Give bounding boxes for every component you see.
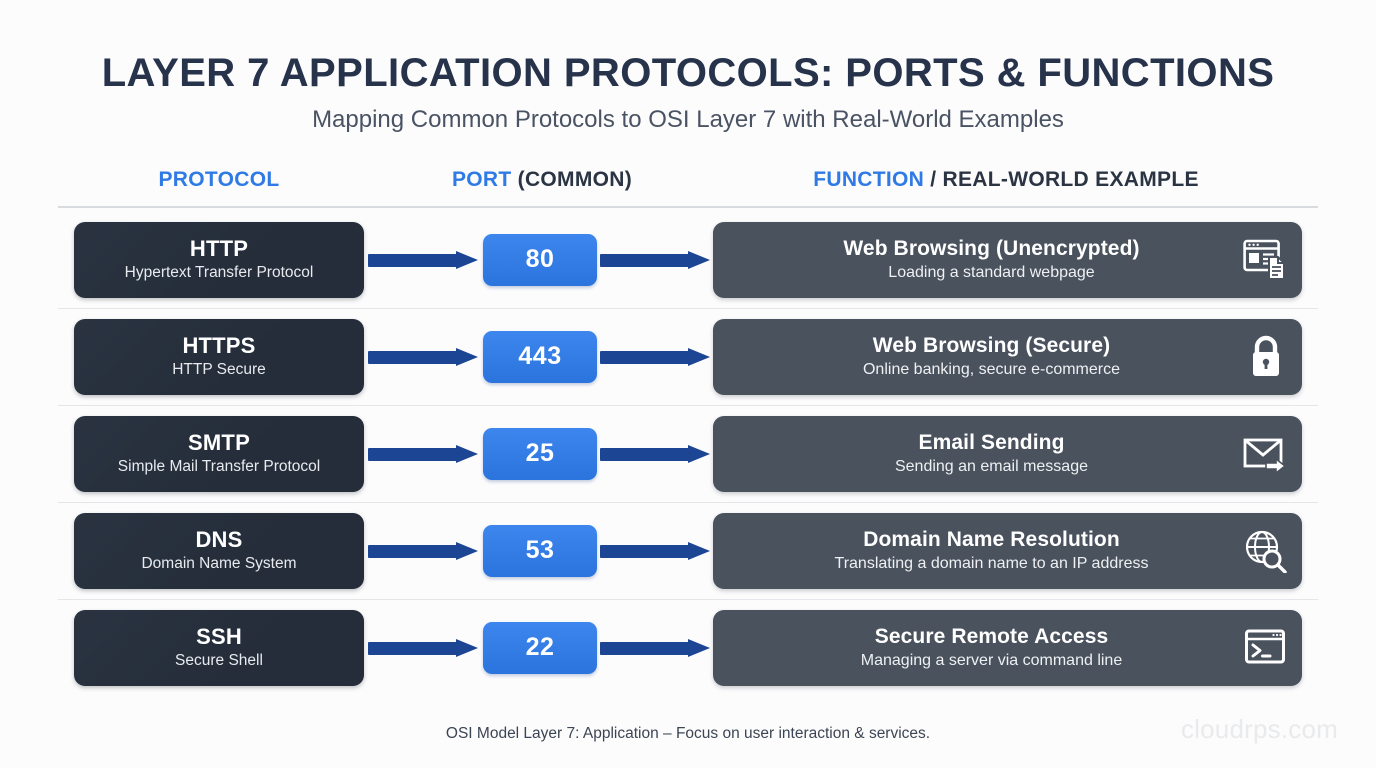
column-headers: PROTOCOL PORT (COMMON) FUNCTION / REAL-W… <box>0 168 1376 208</box>
arrow-right-icon <box>600 444 710 464</box>
envelope-send-icon <box>1230 433 1302 475</box>
function-card[interactable]: Web Browsing (Secure) Online banking, se… <box>713 318 1302 395</box>
function-title: Web Browsing (Secure) <box>872 334 1111 358</box>
protocol-name: SSH <box>196 623 242 649</box>
function-card[interactable]: Secure Remote Access Managing a server v… <box>713 609 1302 686</box>
header: LAYER 7 APPLICATION PROTOCOLS: PORTS & F… <box>0 0 1376 134</box>
column-header-protocol: PROTOCOL <box>158 168 279 192</box>
row-divider <box>58 501 1318 503</box>
table-row: SMTP Simple Mail Transfer Protocol 25 Em… <box>0 406 1376 503</box>
protocol-card[interactable]: SMTP Simple Mail Transfer Protocol <box>74 415 364 492</box>
protocol-name: SMTP <box>188 429 250 455</box>
protocol-card[interactable]: HTTPS HTTP Secure <box>74 318 364 395</box>
protocol-fullname: Domain Name System <box>141 554 297 572</box>
port-badge[interactable]: 443 <box>483 330 597 383</box>
function-card[interactable]: Email Sending Sending an email message <box>713 415 1302 492</box>
row-divider <box>58 598 1318 600</box>
column-header-function: FUNCTION / REAL-WORLD EXAMPLE <box>813 168 1199 192</box>
row-divider <box>58 307 1318 309</box>
port-badge[interactable]: 53 <box>483 524 597 577</box>
protocol-fullname: Simple Mail Transfer Protocol <box>117 457 321 475</box>
function-text: Secure Remote Access Managing a server v… <box>713 625 1230 670</box>
function-subtitle: Online banking, secure e-commerce <box>862 360 1120 378</box>
function-text: Domain Name Resolution Translating a dom… <box>713 528 1230 573</box>
function-subtitle: Sending an email message <box>894 457 1088 475</box>
arrow-right-icon <box>368 541 478 561</box>
function-title: Domain Name Resolution <box>863 528 1120 552</box>
protocol-card[interactable]: SSH Secure Shell <box>74 609 364 686</box>
arrow-right-icon <box>368 250 478 270</box>
column-header-port-plain: (COMMON) <box>511 167 633 191</box>
function-title: Email Sending <box>918 431 1065 455</box>
protocol-card[interactable]: DNS Domain Name System <box>74 512 364 589</box>
function-text: Email Sending Sending an email message <box>713 431 1230 476</box>
function-text: Web Browsing (Unencrypted) Loading a sta… <box>713 237 1230 282</box>
protocol-name: DNS <box>195 526 243 552</box>
column-header-protocol-accent: PROTOCOL <box>158 167 280 191</box>
protocol-fullname: HTTP Secure <box>172 360 266 378</box>
table-row: SSH Secure Shell 22 Secure Remote Access… <box>0 600 1376 697</box>
function-subtitle: Translating a domain name to an IP addre… <box>834 554 1149 572</box>
function-title: Web Browsing (Unencrypted) <box>843 237 1140 261</box>
footer-note: OSI Model Layer 7: Application – Focus o… <box>445 725 931 742</box>
terminal-prompt-icon <box>1230 628 1302 668</box>
page-title: LAYER 7 APPLICATION PROTOCOLS: PORTS & F… <box>101 51 1275 95</box>
padlock-icon <box>1230 334 1302 380</box>
protocol-card[interactable]: HTTP Hypertext Transfer Protocol <box>74 221 364 298</box>
column-header-function-accent: FUNCTION <box>813 167 925 191</box>
table-row: HTTP Hypertext Transfer Protocol 80 Web … <box>0 212 1376 309</box>
arrow-right-icon <box>600 347 710 367</box>
function-card[interactable]: Domain Name Resolution Translating a dom… <box>713 512 1302 589</box>
port-badge[interactable]: 22 <box>483 621 597 674</box>
column-header-port-accent: PORT <box>451 167 512 191</box>
arrow-right-icon <box>600 541 710 561</box>
function-subtitle: Loading a standard webpage <box>888 263 1095 281</box>
protocol-name: HTTPS <box>182 332 256 358</box>
browser-window-document-icon <box>1230 239 1302 281</box>
function-subtitle: Managing a server via command line <box>860 651 1123 669</box>
watermark: cloudrps.com <box>1180 714 1338 744</box>
port-badge[interactable]: 80 <box>483 233 597 286</box>
function-text: Web Browsing (Secure) Online banking, se… <box>713 334 1230 379</box>
column-header-port: PORT (COMMON) <box>452 168 632 192</box>
function-card[interactable]: Web Browsing (Unencrypted) Loading a sta… <box>713 221 1302 298</box>
arrow-right-icon <box>600 638 710 658</box>
protocol-fullname: Secure Shell <box>175 651 263 669</box>
protocol-rows: HTTP Hypertext Transfer Protocol 80 Web … <box>0 212 1376 697</box>
protocol-name: HTTP <box>189 235 249 261</box>
header-divider <box>58 205 1318 208</box>
page-subtitle: Mapping Common Protocols to OSI Layer 7 … <box>312 106 1064 134</box>
protocol-fullname: Hypertext Transfer Protocol <box>124 263 314 281</box>
row-divider <box>58 404 1318 406</box>
arrow-right-icon <box>368 638 478 658</box>
table-row: HTTPS HTTP Secure 443 Web Browsing (Secu… <box>0 309 1376 406</box>
globe-search-icon <box>1230 529 1302 573</box>
column-header-function-plain: / REAL-WORLD EXAMPLE <box>924 167 1199 191</box>
arrow-right-icon <box>368 347 478 367</box>
table-row: DNS Domain Name System 53 Domain Name Re… <box>0 503 1376 600</box>
port-badge[interactable]: 25 <box>483 427 597 480</box>
arrow-right-icon <box>368 444 478 464</box>
arrow-right-icon <box>600 250 710 270</box>
function-title: Secure Remote Access <box>874 625 1109 649</box>
